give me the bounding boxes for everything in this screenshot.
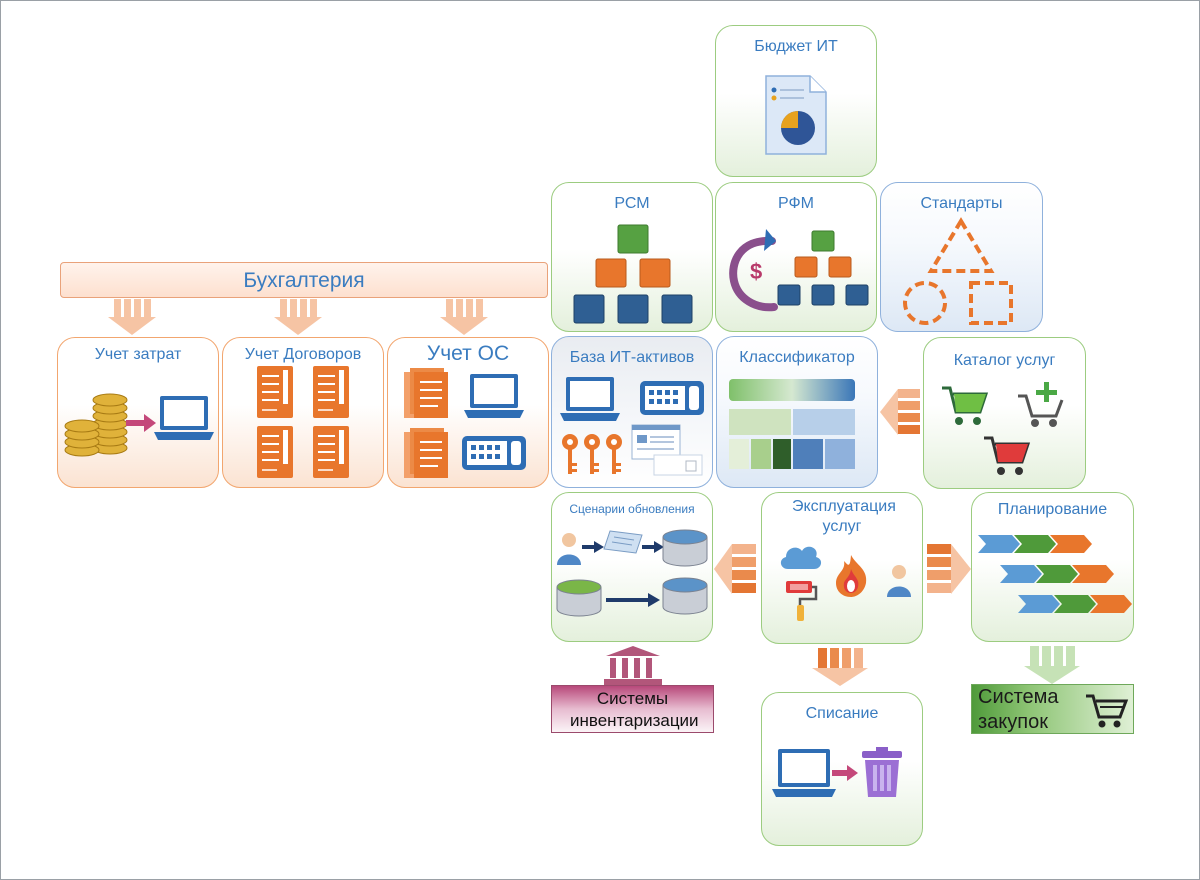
paint-roller-icon — [786, 581, 818, 621]
arrow-left-icon — [714, 544, 756, 594]
cloud-icon — [780, 546, 822, 569]
it-assets-base-title: База ИТ-активов — [569, 349, 695, 366]
database-icon — [662, 577, 708, 615]
accounting-title: Бухгалтерия — [243, 269, 365, 292]
coins-icon — [64, 393, 128, 457]
service-operation-title: Эксплуатация услуг — [792, 498, 896, 535]
shopping-cart-icon — [1086, 694, 1129, 728]
shopping-cart-icon — [942, 386, 989, 425]
classifier-box[interactable]: Классификатор — [716, 336, 878, 488]
add-to-cart-icon — [1018, 382, 1064, 427]
keys-icon — [562, 434, 622, 474]
service-catalog-title: Каталог услуг — [953, 352, 1056, 369]
package-icon — [603, 530, 643, 554]
building-icon — [604, 646, 662, 685]
financial-cycle-icon: $ — [729, 229, 778, 312]
it-assets-base-box[interactable]: База ИТ-активов — [551, 336, 713, 488]
document-stack-icon — [404, 428, 448, 478]
procurement-system-title: Система закупок — [978, 686, 1059, 733]
table-grid-icon — [729, 379, 855, 469]
user-icon — [887, 565, 911, 597]
fixed-assets-box[interactable]: Учет ОС — [387, 337, 549, 488]
rsm-title: РСМ — [614, 195, 650, 212]
cost-accounting-box[interactable]: Учет затрат — [57, 337, 219, 488]
arrow-right-icon — [642, 541, 664, 553]
arrow-down-icon — [440, 299, 488, 335]
laptop-icon — [560, 377, 620, 421]
arrow-right-icon — [582, 541, 604, 553]
user-icon — [557, 533, 581, 565]
contracts-accounting-box[interactable]: Учет Договоров — [222, 337, 384, 488]
rfm-box[interactable]: РФМ $ — [715, 182, 877, 332]
shopping-cart-icon — [984, 436, 1031, 475]
roadmap-icon — [978, 535, 1132, 613]
standards-box[interactable]: Стандарты — [880, 182, 1043, 332]
procurement-system-box[interactable]: Система закупок — [971, 684, 1134, 734]
rfm-title: РФМ — [778, 195, 814, 212]
update-scenarios-box[interactable]: Сценарии обновления — [551, 492, 713, 642]
accounting-banner[interactable]: Бухгалтерия — [60, 262, 548, 298]
arrow-right-icon — [126, 414, 156, 432]
phone-icon — [462, 436, 526, 470]
inventory-systems-box[interactable]: Системы инвентаризации — [551, 685, 714, 733]
report-document-icon — [765, 75, 827, 155]
arrow-down-icon — [812, 648, 868, 686]
shapes-icon — [903, 217, 1013, 325]
fixed-assets-title: Учет ОС — [426, 342, 510, 365]
arrow-down-icon — [274, 299, 322, 335]
arrow-down-icon — [1024, 646, 1080, 684]
standards-title: Стандарты — [920, 195, 1003, 212]
hierarchy-icon — [777, 230, 869, 306]
cost-accounting-title: Учет затрат — [94, 346, 182, 363]
database-icon — [556, 579, 602, 617]
arrow-right-icon — [832, 765, 858, 781]
flame-icon — [836, 555, 867, 597]
arrow-left-icon — [880, 389, 920, 435]
inventory-systems-title: Системы инвентаризации — [570, 689, 699, 730]
arrow-right-icon — [927, 544, 971, 594]
write-off-title: Списание — [805, 705, 879, 722]
write-off-box[interactable]: Списание — [761, 692, 923, 846]
budget-box[interactable]: Бюджет ИТ — [715, 25, 877, 177]
planning-title: Планирование — [997, 501, 1108, 518]
service-operation-box[interactable]: Эксплуатация услуг — [761, 492, 923, 644]
update-scenarios-title: Сценарии обновления — [569, 502, 695, 516]
database-icon — [662, 529, 708, 567]
arrow-down-icon — [108, 299, 156, 335]
license-card-icon — [631, 424, 703, 476]
budget-title: Бюджет ИТ — [754, 38, 838, 55]
rsm-box[interactable]: РСМ — [551, 182, 713, 332]
laptop-icon — [464, 374, 524, 418]
contracts-accounting-title: Учет Договоров — [244, 346, 362, 363]
laptop-icon — [772, 749, 836, 797]
phone-icon — [640, 381, 704, 415]
trash-icon — [862, 747, 902, 797]
classifier-title: Классификатор — [739, 349, 855, 366]
service-catalog-box[interactable]: Каталог услуг — [923, 337, 1086, 489]
laptop-icon — [154, 396, 214, 440]
contract-documents-icon — [257, 366, 349, 478]
document-stack-icon — [404, 368, 448, 418]
planning-box[interactable]: Планирование — [971, 492, 1134, 642]
svg-text:$: $ — [750, 259, 762, 284]
arrow-right-icon — [606, 593, 660, 607]
hierarchy-icon — [573, 224, 693, 324]
